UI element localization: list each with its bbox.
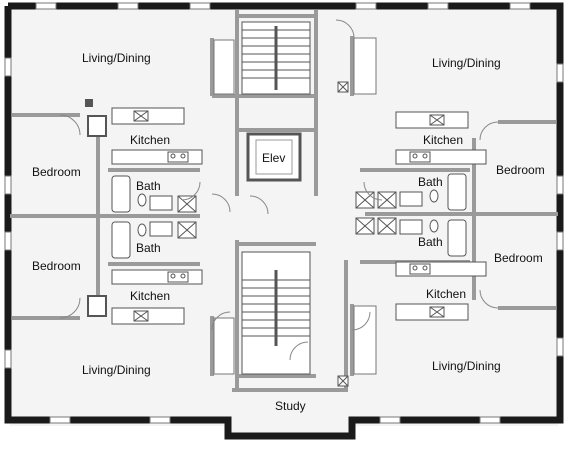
sink-icon [133, 110, 445, 322]
window-icon [427, 2, 449, 10]
window-icon [4, 57, 12, 77]
window-icon [556, 175, 564, 195]
room-label-kitchen-sw: Kitchen [130, 289, 170, 303]
window-icon [556, 337, 564, 357]
study-floor [230, 390, 348, 434]
room-label-bedroom-sw: Bedroom [32, 259, 81, 273]
room-label-bath-sw: Bath [136, 241, 161, 255]
toilet-icon [137, 189, 439, 237]
stair-icon [241, 251, 311, 375]
room-label-bath-ne: Bath [418, 175, 443, 189]
sink-icon [149, 191, 423, 237]
window-icon [556, 231, 564, 251]
room-label-bath-nw: Bath [136, 179, 161, 193]
kitchen-counters [111, 107, 487, 325]
room-label-bedroom-se: Bedroom [494, 251, 543, 265]
window-icon [4, 231, 12, 251]
window-icon [189, 2, 211, 10]
windows [4, 2, 564, 424]
room-label-bedroom-ne: Bedroom [496, 163, 545, 177]
window-icon [49, 416, 71, 424]
window-icon [4, 349, 12, 369]
room-label-elevator: Elev [262, 151, 285, 165]
elevator-shaft [246, 132, 302, 182]
window-icon [556, 63, 564, 83]
room-label-study: Study [275, 399, 306, 413]
room-label-bath-se: Bath [418, 235, 443, 249]
room-label-kitchen-ne: Kitchen [423, 133, 463, 147]
stair-icon [213, 37, 377, 375]
room-label-bedroom-nw: Bedroom [32, 165, 81, 179]
window-icon [35, 2, 57, 10]
window-icon [379, 416, 401, 424]
window-icon [355, 2, 377, 10]
room-label-living-dining-se: Living/Dining [432, 359, 501, 373]
window-icon [4, 175, 12, 195]
room-labels: Living/Dining Living/Dining Living/Dinin… [32, 51, 545, 413]
room-label-living-dining-ne: Living/Dining [432, 56, 501, 70]
window-icon [479, 416, 501, 424]
window-icon [117, 2, 139, 10]
room-label-kitchen-se: Kitchen [426, 287, 466, 301]
structural-columns [85, 99, 107, 317]
door-swing-icon [59, 19, 499, 361]
room-label-living-dining-nw: Living/Dining [82, 51, 151, 65]
room-label-kitchen-nw: Kitchen [130, 133, 170, 147]
exterior-walls [4, 2, 564, 440]
bathtub-icon [111, 173, 467, 259]
room-label-living-dining-sw: Living/Dining [82, 363, 151, 377]
stove-icon [167, 151, 431, 283]
mechanical-shafts [177, 81, 397, 387]
window-icon [509, 2, 531, 10]
window-icon [149, 416, 171, 424]
stair-icon [241, 21, 311, 95]
